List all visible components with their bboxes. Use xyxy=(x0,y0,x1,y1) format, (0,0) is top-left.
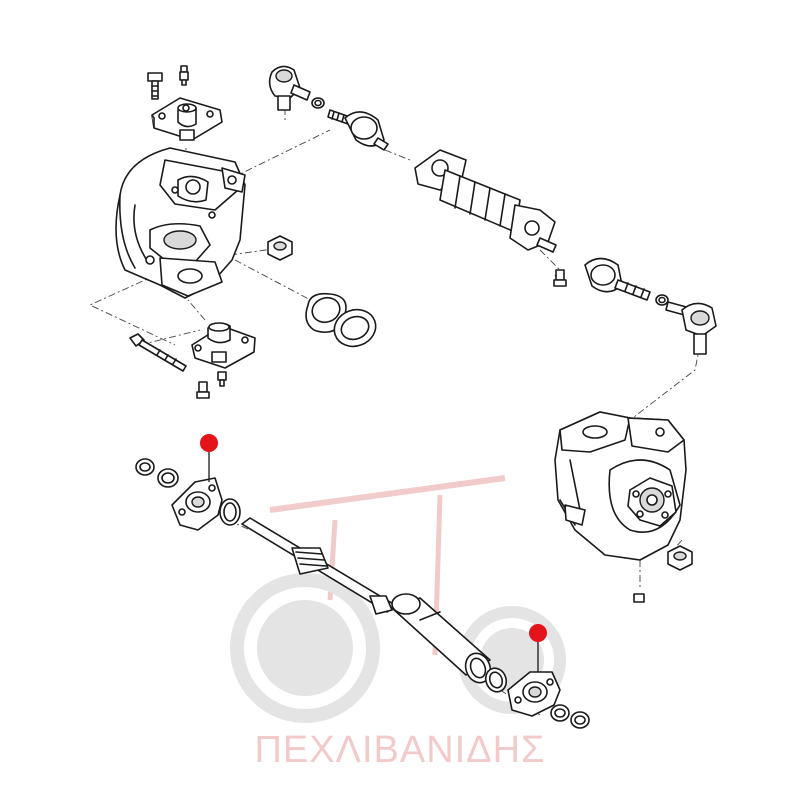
washer-top-2 xyxy=(655,294,669,306)
watermark-logo: ΠΕΧΛΙΒΑΝΙΔΗΣ xyxy=(230,475,566,771)
lower-kingpin-cap xyxy=(191,322,256,369)
watermark-big-gear xyxy=(230,573,380,723)
left-flange xyxy=(171,477,223,531)
callout-dot-left xyxy=(200,434,218,452)
o-rings-left xyxy=(135,458,179,488)
cylinder-tube xyxy=(391,593,491,676)
callout-left xyxy=(200,434,218,482)
callout-right xyxy=(529,624,547,672)
small-bolt-lower xyxy=(196,381,210,399)
right-flange xyxy=(507,671,561,717)
callout-dot-right xyxy=(529,624,547,642)
bushing-pair xyxy=(305,292,377,348)
washers-right xyxy=(550,704,590,729)
long-bolt xyxy=(129,333,187,372)
inner-ball-joint-left xyxy=(344,111,389,151)
grease-nipple-lower xyxy=(217,371,227,387)
o-ring-left-large xyxy=(219,498,241,526)
left-steering-knuckle xyxy=(115,147,246,299)
top-bolt xyxy=(147,72,163,100)
small-bolt-right xyxy=(633,593,645,603)
tie-rod-end-right xyxy=(665,301,717,355)
top-kingpin-cap xyxy=(151,97,223,141)
inner-ball-joint-right xyxy=(584,257,651,301)
watermark-tractor-roof xyxy=(269,475,506,513)
threaded-stud-left xyxy=(327,109,351,125)
tie-rod-end-left xyxy=(268,65,311,111)
grease-nipple-top xyxy=(179,65,189,86)
small-bolt-cylinder xyxy=(553,269,567,287)
steering-cylinder xyxy=(414,149,557,253)
washer-top-1 xyxy=(311,97,325,109)
hex-nut-left xyxy=(267,235,293,261)
right-steering-knuckle xyxy=(554,411,687,561)
hex-nut-right xyxy=(667,545,693,571)
o-rings-right xyxy=(464,652,508,693)
watermark-text: ΠΕΧΛΙΒΑΝΙΔΗΣ xyxy=(254,729,545,771)
